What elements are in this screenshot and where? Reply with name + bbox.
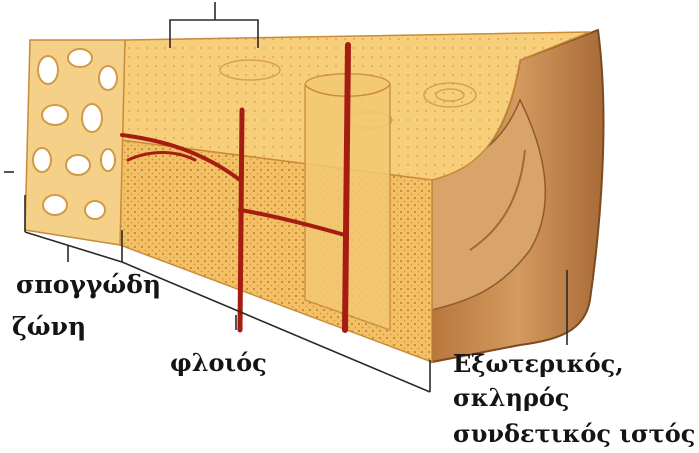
outer-tissue-label-line2: σκληρός — [453, 386, 570, 410]
outer-tissue-label-line3: συνδετικός ιστός — [453, 422, 695, 446]
spongy-zone-label-line2: ζώνη — [12, 314, 86, 339]
spongy-zone-label-line1: σπογγώδη — [16, 272, 161, 297]
cortex-label: φλοιός — [170, 351, 267, 375]
outer-tissue-label-line1: Εξωτερικός, — [453, 352, 624, 376]
